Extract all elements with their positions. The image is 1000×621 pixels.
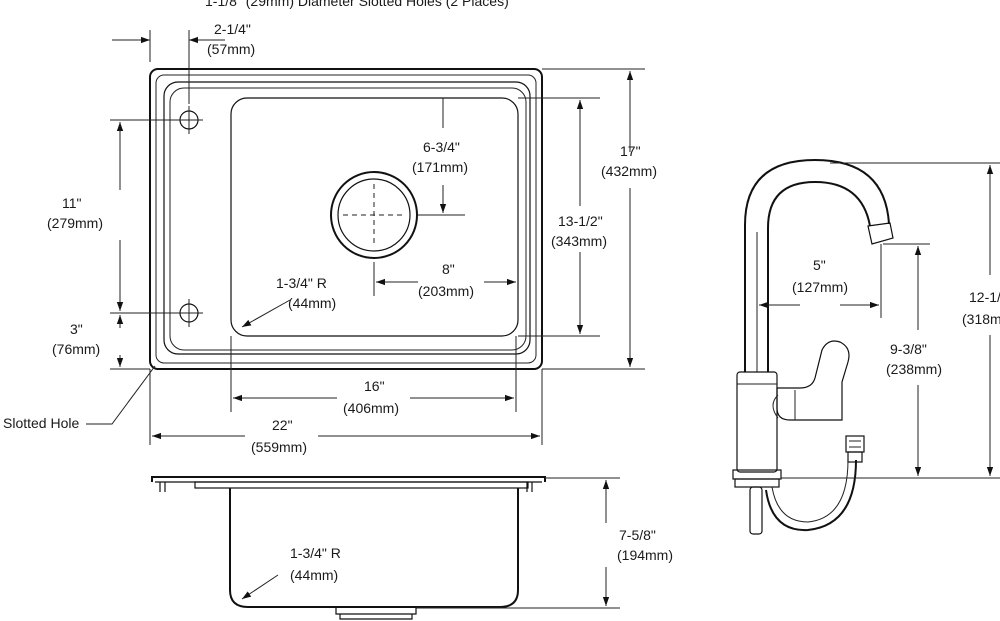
spout-tip [867,222,894,245]
slotted-hole-label: Slotted Hole [3,415,79,431]
drain-outlet [335,607,417,615]
faucet-handle [776,340,850,421]
side-corner-radius-mm: (44mm) [290,567,338,583]
bowl-height-in: 13-1/2" [558,213,603,229]
spout-height-in: 9-3/8" [890,341,927,357]
reach-mm: (127mm) [792,279,848,295]
shank [749,486,763,535]
reach-in: 5" [813,257,826,273]
hole-upper-mm: (279mm) [47,215,103,231]
corner-radius-in: 1-3/4" R [276,275,327,291]
corner-radius-mm: (44mm) [288,295,336,311]
hose-fitting [845,435,865,453]
drain-offset-h-mm: (203mm) [418,283,474,299]
total-height-in: 12-1/ [969,289,1000,305]
spout-height-mm: (238mm) [886,361,942,377]
outer-height-in: 17" [620,143,641,159]
hole-upper-in: 11" [62,195,82,211]
hole-lower-in: 3" [70,321,83,337]
bowl-width-mm: (406mm) [343,400,399,416]
sink-side-view [151,476,546,620]
sink-top-view [149,68,543,370]
faucet-base [732,469,782,480]
depth-in: 7-5/8" [619,527,656,543]
outer-width-mm: (559mm) [251,439,307,455]
hole-offset-mm: (57mm) [207,41,255,57]
sink-bowl [230,97,519,337]
drain-offset-v-mm: (171mm) [412,159,468,175]
bowl-side-profile [229,488,519,608]
outer-height-mm: (432mm) [601,163,657,179]
total-height-mm: (318m [962,311,1000,327]
faucet-body [736,371,778,473]
drain-offset-h-in: 8" [442,261,455,277]
sink-outer-rim [149,68,543,370]
side-corner-radius-in: 1-3/4" R [290,545,341,561]
slotted-holes-note: 1-1/8" (29mm) Diameter Slotted Holes (2 … [205,0,509,9]
bowl-width-in: 16" [364,378,385,394]
faucet-side-view [732,158,894,535]
hole-offset-in: 2-1/4" [214,21,251,37]
supply-hose [765,459,857,532]
outer-width-in: 22" [272,417,293,433]
drain [330,171,418,259]
hole-lower-mm: (76mm) [52,341,100,357]
depth-mm: (194mm) [617,547,673,563]
bowl-height-mm: (343mm) [551,233,607,249]
drain-offset-v-in: 6-3/4" [423,139,460,155]
